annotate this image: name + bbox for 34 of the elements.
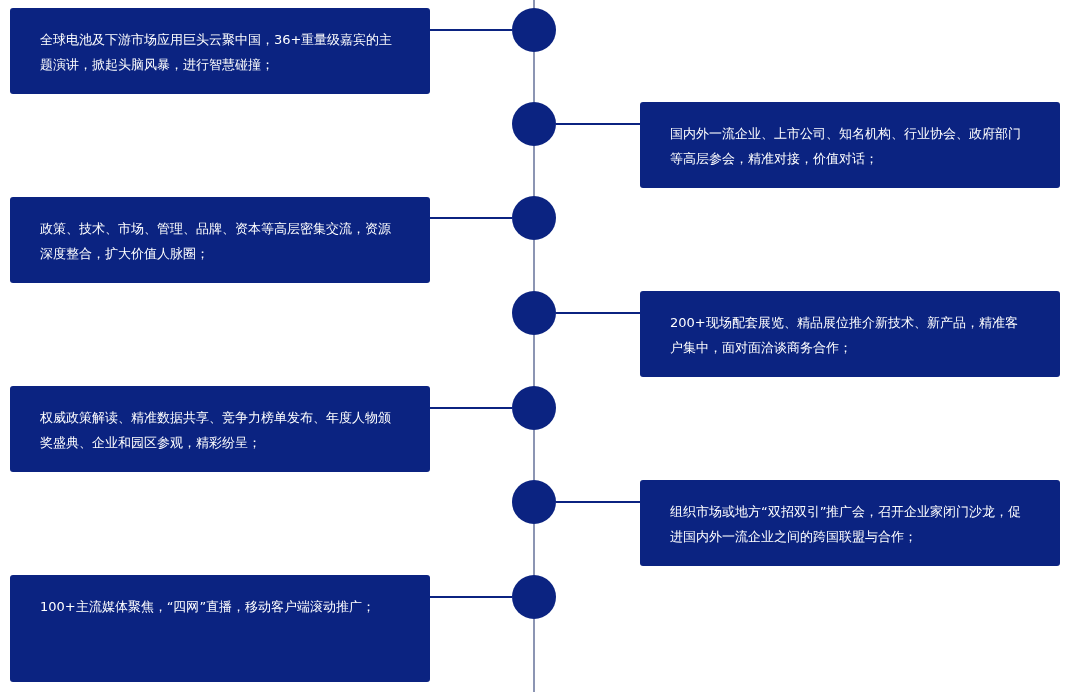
connector-line	[555, 501, 641, 503]
connector-line	[429, 596, 513, 598]
text-box	[10, 8, 430, 94]
timeline-line	[533, 51, 535, 103]
description-text: 权威政策解读、精准数据共享、竞争力榜单发布、年度人物颁奖盛典、企业和园区参观，精彩纷呈；	[40, 409, 392, 452]
timeline-dot	[512, 8, 556, 52]
timeline-line	[533, 239, 535, 292]
text-box	[10, 575, 430, 682]
description-text: 100+主流媒体聚焦，“四网”直播，移动客户端滚动推广；	[40, 598, 377, 616]
connector-line	[555, 123, 641, 125]
timeline-line	[533, 429, 535, 481]
description-text: 组织市场或地方“双招双引”推广会，召开企业家闭门沙龙，促进国内外一流企业之间的跨国联盟与合作；	[670, 503, 1023, 546]
timeline-dot	[512, 102, 556, 146]
description-text: 国内外一流企业、上市公司、知名机构、行业协会、政府部门等高层参会，精准对接，价值对话；	[670, 125, 1022, 168]
timeline-dot	[512, 196, 556, 240]
connector-line	[555, 312, 641, 314]
timeline-line	[533, 334, 535, 387]
description-text: 200+现场配套展览、精品展位推介新技术、新产品，精准客户集中，面对面洽谈商务合作；	[670, 314, 1019, 357]
timeline-dot	[512, 480, 556, 524]
connector-line	[429, 29, 513, 31]
description-text: 全球电池及下游市场应用巨头云聚中国，36+重量级嘉宾的主题演讲，掀起头脑风暴，进行智慧碰撞；	[40, 31, 394, 74]
connector-line	[429, 407, 513, 409]
timeline-dot	[512, 291, 556, 335]
timeline-dot	[512, 386, 556, 430]
timeline-line	[533, 145, 535, 197]
connector-line	[429, 217, 513, 219]
timeline-dot	[512, 575, 556, 619]
description-text: 政策、技术、市场、管理、品牌、资本等高层密集交流，资源深度整合，扩大价值人脉圈；	[40, 220, 392, 263]
text-box	[640, 102, 1060, 188]
text-box	[640, 291, 1060, 377]
text-box	[640, 480, 1060, 566]
timeline-line	[533, 523, 535, 576]
text-box	[10, 197, 430, 283]
text-box	[10, 386, 430, 472]
